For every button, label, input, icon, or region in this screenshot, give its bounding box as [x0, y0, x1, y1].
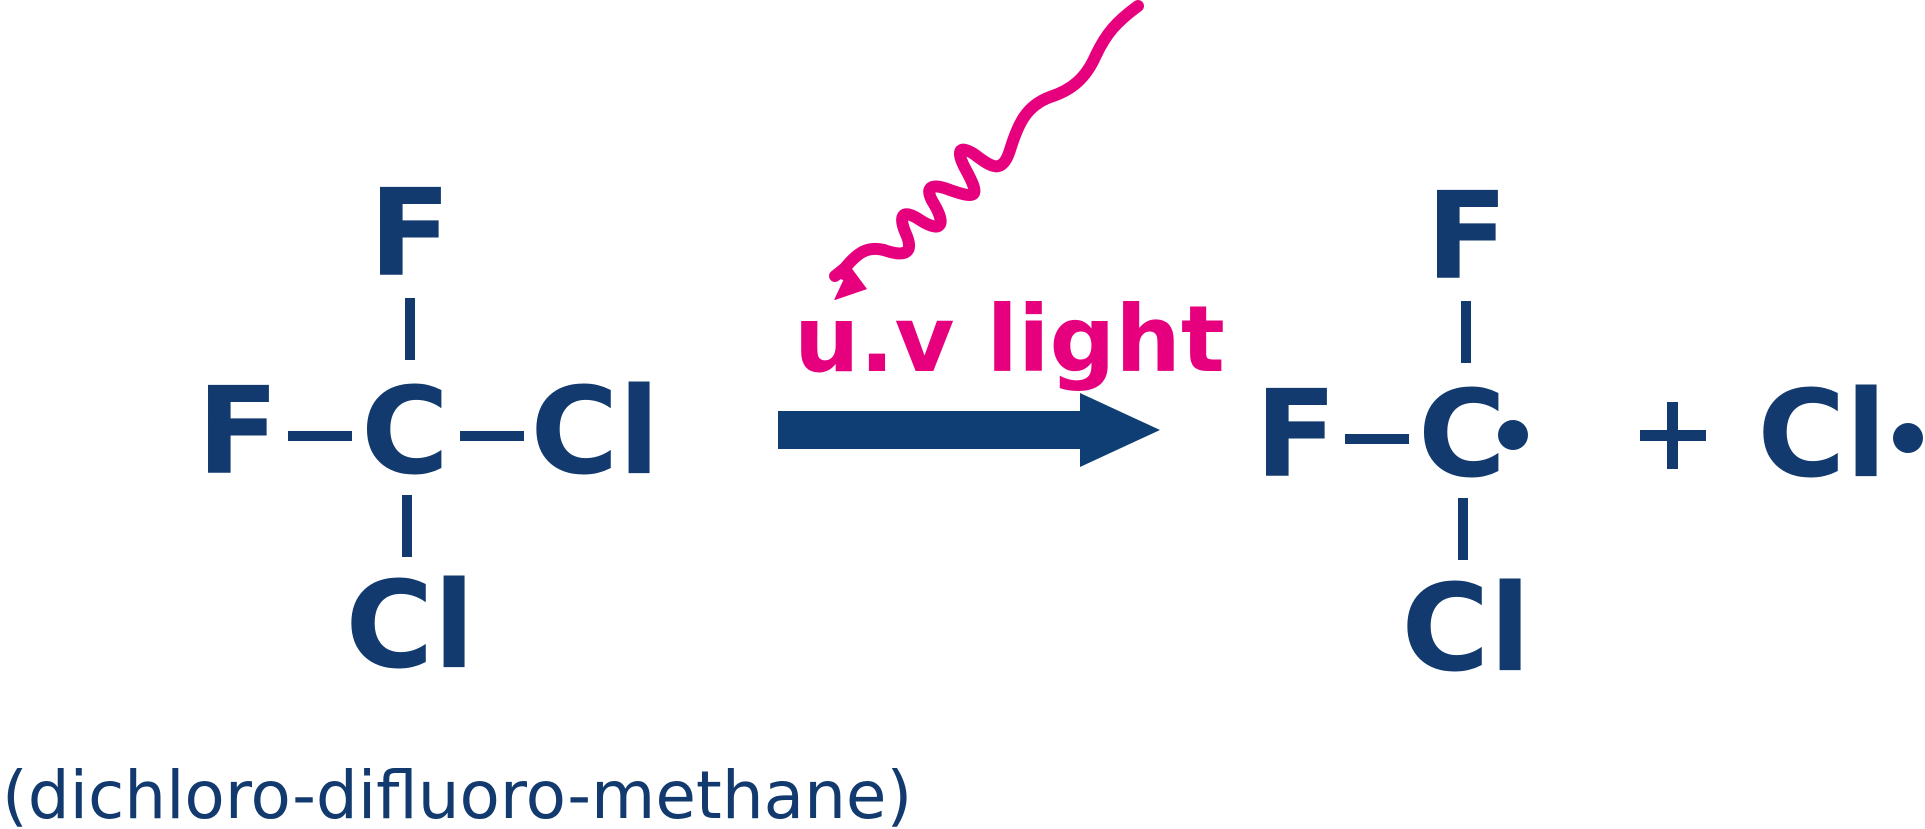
- chlorine-radical-dot: [1893, 423, 1923, 453]
- reactant-molecule: F F C Cl Cl: [197, 165, 660, 696]
- plus-sign-vertical: [1667, 402, 1678, 469]
- reactant-name-caption: (dichloro-difluoro-methane): [2, 757, 912, 829]
- wavy-light-path: [829, 0, 1144, 282]
- reactant-bond-bottom: [402, 495, 412, 557]
- product-atom-center-c: C: [1418, 366, 1506, 505]
- reactant-atom-left-f: F: [197, 363, 279, 502]
- reactant-atom-center-c: C: [361, 363, 449, 502]
- plus-sign: +: [1640, 402, 1706, 469]
- reaction-arrow-head: [1080, 393, 1160, 467]
- product-radical-dot: [1498, 420, 1528, 450]
- chlorine-radical-atom: Cl: [1757, 366, 1886, 505]
- reactant-atom-bottom-cl: Cl: [345, 557, 474, 696]
- reactant-bond-top: [405, 298, 415, 360]
- product-bond-bottom: [1458, 498, 1468, 560]
- product-atom-bottom-cl: Cl: [1401, 560, 1530, 699]
- reactant-atom-right-cl: Cl: [530, 363, 659, 502]
- reaction-arrow: [778, 393, 1160, 467]
- uv-light-label: u.v light: [794, 286, 1225, 393]
- product-bond-left: [1345, 434, 1409, 444]
- product-atom-left-f: F: [1255, 366, 1337, 505]
- product-radical: F F C Cl: [1255, 168, 1531, 699]
- wavy-light-arrowhead-tip: [834, 266, 867, 300]
- reactant-bond-right: [460, 431, 524, 441]
- chlorine-radical: Cl: [1757, 366, 1923, 505]
- wavy-light-arrow-icon: [829, 0, 1144, 300]
- reaction-arrow-shaft: [778, 411, 1092, 449]
- product-atom-top-f: F: [1426, 168, 1508, 307]
- reactant-atom-top-f: F: [369, 165, 451, 304]
- product-bond-top: [1461, 301, 1471, 363]
- reactant-bond-left: [288, 431, 352, 441]
